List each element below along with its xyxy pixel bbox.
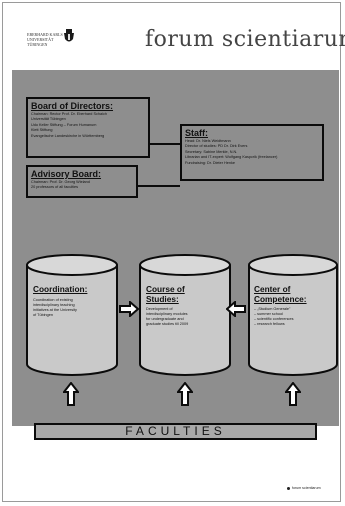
advisory-board-box: Advisory Board: Chairman: Prof. Dr. Geor… [26, 165, 138, 198]
staff-line: Director of studies: PD Dr. Dirk Evers [185, 144, 248, 149]
center-of-competence-line: – summer school [254, 312, 283, 316]
cylinder-shape [248, 254, 338, 376]
staff-line: Fundraising: Dr. Dieter Henke [185, 160, 236, 165]
faculties-bar: FACULTIES [34, 423, 317, 440]
organization-diagram-panel: Board of Directors: Chairman: Rector Pro… [12, 70, 339, 426]
coordination-cylinder: Coordination: Coordination of existing i… [25, 253, 119, 378]
center-of-competence-line: – research fellows [254, 322, 285, 326]
coordination-line: Coordination of existing [33, 297, 73, 302]
board-of-directors-box: Board of Directors: Chairman: Rector Pro… [26, 97, 150, 158]
course-of-studies-line: interdisciplinary modules [146, 312, 188, 316]
coordination-title: Coordination: [33, 284, 88, 294]
coordination-line: initiatives at the University [33, 307, 77, 312]
connector-lines [138, 143, 180, 187]
header: EBERHARD KARLS UNIVERSITÄT TÜBINGEN foru… [3, 3, 345, 71]
board-line: Universität Tübingen [31, 117, 66, 122]
course-of-studies-cylinder: Course of Studies: Development of interd… [138, 253, 232, 378]
arrow-up-icon [63, 382, 79, 406]
cylinder-shape [139, 254, 231, 376]
staff-line: Secretary: Sabine Merkle, N.N. [185, 149, 238, 154]
center-of-competence-cylinder: Center of Competence: – „Studium General… [247, 253, 341, 378]
advisory-title: Advisory Board: [31, 169, 102, 179]
arrow-up-icon [285, 382, 301, 406]
board-line: Chairman: Rector Prof. Dr. Eberhard Scha… [31, 112, 107, 116]
course-of-studies-line: graduate studies till 2009 [146, 322, 189, 326]
staff-line: Head: Dr. Niels Weidtmann [185, 139, 231, 143]
center-of-competence-line: – scientific conferences [254, 317, 294, 321]
staff-line: Librarian and IT-expert: Wolfgang Kaspcr… [185, 155, 278, 160]
board-line: Evangelische Landeskirche in Württemberg [31, 133, 105, 138]
university-name: EBERHARD KARLS UNIVERSITÄT TÜBINGEN [27, 32, 63, 47]
university-seal-icon [64, 29, 74, 42]
staff-box: Staff: Head: Dr. Niels Weidtmann Directo… [180, 124, 324, 181]
arrow-up-icon [177, 382, 193, 406]
center-of-competence-line: – „Studium Generale" [254, 307, 291, 311]
center-of-competence-title: Competence: [254, 293, 307, 304]
logo-dot-icon [287, 486, 290, 490]
course-of-studies-line: for undergraduate and [146, 317, 184, 321]
cylinder-shape [26, 254, 118, 376]
course-of-studies-title: Studies: [146, 293, 179, 304]
board-title: Board of Directors: [31, 101, 114, 111]
arrow-left-icon [226, 301, 246, 317]
course-of-studies-line: Development of [146, 307, 173, 311]
staff-title: Staff: [185, 128, 208, 138]
center-of-competence-title: Center of [254, 284, 291, 294]
advisory-line: 20 professors of all faculties [31, 185, 79, 190]
board-line: Udo Keller Stiftung – Forum Humanum [31, 122, 97, 127]
arrow-right-icon [119, 301, 139, 317]
coordination-line: of Tübingen [33, 312, 53, 317]
course-of-studies-title: Course of [146, 284, 185, 294]
footer-logo: forum scientiarum [287, 486, 321, 490]
board-line: Klett Stiftung [31, 128, 53, 133]
coordination-line: interdisciplinary teaching [33, 302, 75, 307]
advisory-line: Chairman: Prof. Dr. Georg Wieland [31, 180, 90, 184]
forum-scientiarum-title: forum scientiarum [145, 27, 345, 52]
